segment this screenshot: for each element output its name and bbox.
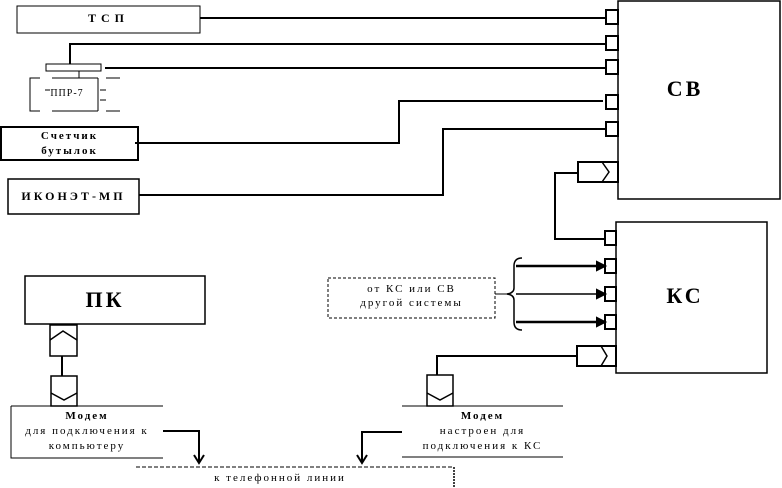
phone-line-label: к телефонной линии — [214, 472, 346, 484]
pc-modem-to-phone-line — [163, 430, 200, 462]
other-system-line-1: от КС или СВ — [367, 283, 456, 295]
ks-modem-line-2: подключения к КС — [422, 440, 543, 452]
ppr7-body — [29, 77, 40, 112]
ppr7-line-1 — [69, 43, 606, 64]
pc-modem-frame — [10, 406, 163, 459]
ks-serial-port-chevron — [600, 345, 608, 367]
sv-port — [605, 9, 619, 25]
ks-serial-port — [576, 345, 617, 367]
arrow-head-ks-3 — [596, 316, 608, 328]
ikonet-line — [139, 128, 606, 196]
pc-modem-title: Модем — [65, 410, 109, 422]
arrow-head-ks-2 — [596, 288, 608, 300]
ks-label: КС — [666, 283, 704, 308]
pc-arrow-head — [193, 454, 205, 465]
pc-modem-line-1: для подключения к — [25, 425, 149, 437]
ks-modem-title: Модем — [460, 410, 505, 422]
counter-label-1: Счетчик — [40, 130, 99, 142]
sv-label: СВ — [666, 76, 704, 101]
ks-modem-port-chevron — [426, 392, 454, 401]
tsp-block — [16, 5, 201, 34]
pc-modem-line-2: компьютеру — [48, 440, 126, 452]
pc-modem-port-chevron — [50, 392, 78, 401]
ks-arrow-head — [356, 454, 368, 465]
sv-port — [605, 94, 619, 110]
ppr7-connector — [45, 63, 102, 72]
ks-modem-line — [436, 355, 577, 375]
ikonet-block — [7, 178, 140, 215]
tsp-label: ТСП — [87, 11, 129, 25]
other-system-line-2: другой системы — [360, 297, 463, 309]
sv-ks-line — [554, 172, 605, 240]
pk-port-chevron — [49, 330, 78, 341]
pk-label: ПК — [85, 287, 125, 312]
ks-modem-to-phone-line — [361, 431, 402, 462]
pk-block — [24, 275, 206, 325]
ks-port — [604, 230, 617, 246]
sv-serial-port-chevron — [601, 161, 610, 183]
sv-port — [605, 121, 619, 137]
ks-modem-port — [426, 374, 454, 407]
sv-port — [605, 59, 619, 75]
other-system-box — [327, 277, 496, 319]
counter-line — [135, 100, 603, 144]
arrow-head-ks-1 — [596, 260, 608, 272]
ks-modem-line-1: настроен для — [439, 425, 526, 437]
ppr7-label: ППР-7 — [50, 88, 84, 99]
pk-port — [49, 324, 78, 357]
pc-modem-port — [50, 375, 78, 407]
sv-serial-port — [577, 161, 619, 183]
sv-port — [605, 35, 619, 51]
counter-label-2: бутылок — [41, 145, 98, 157]
ikonet-label: ИКОНЭТ-МП — [21, 189, 126, 203]
